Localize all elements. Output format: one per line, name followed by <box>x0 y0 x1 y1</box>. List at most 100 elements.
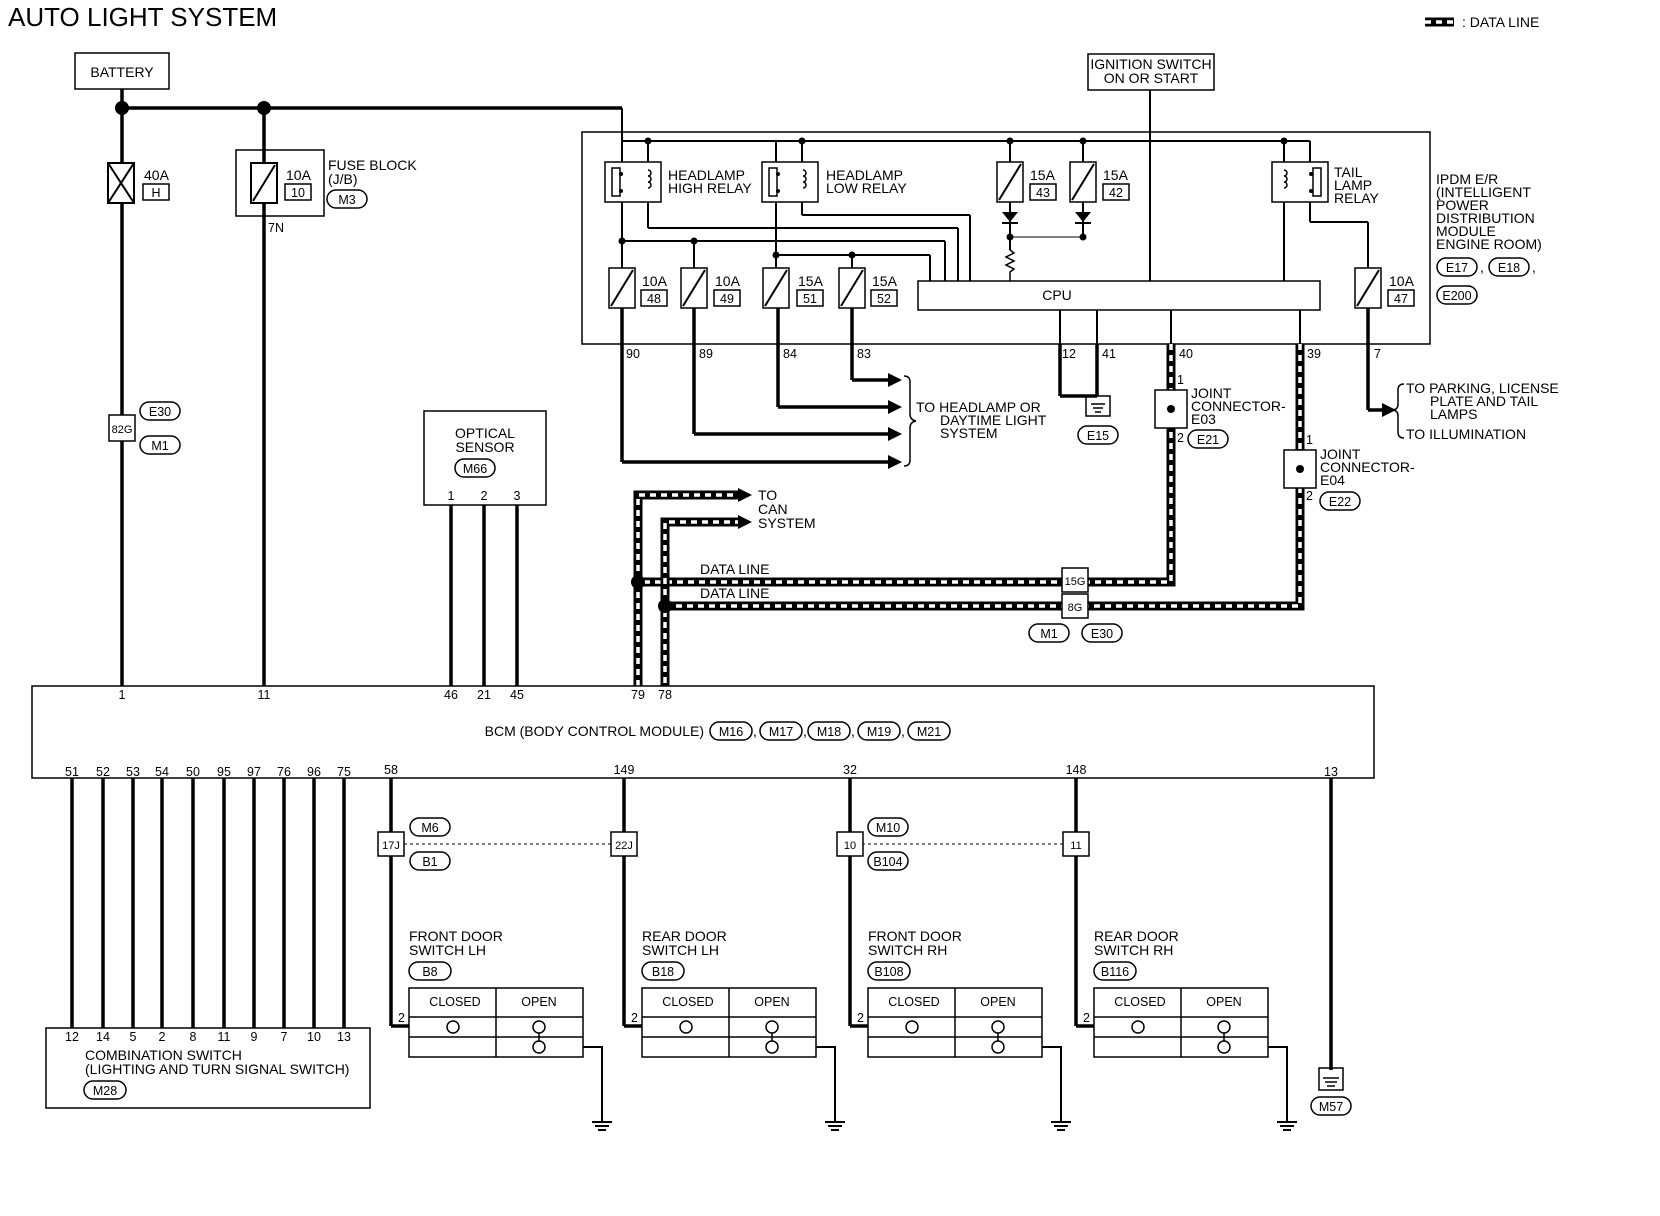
door-switch-label: REAR DOOR <box>1094 928 1179 944</box>
connector-17j <box>377 831 405 857</box>
svg-text:TAIL: TAIL <box>1334 164 1363 180</box>
open-label: OPEN <box>521 995 556 1009</box>
fuse-block-box <box>235 149 325 217</box>
diode-icon <box>1002 212 1018 222</box>
connector-m6-badge: M6 <box>421 821 438 835</box>
fuse-47 <box>1354 267 1382 309</box>
connector-m1-badge: M1 <box>1040 627 1057 641</box>
svg-text:,: , <box>1480 259 1484 275</box>
svg-text:15A: 15A <box>798 273 824 289</box>
svg-text:CONNECTOR-: CONNECTOR- <box>1191 398 1286 414</box>
contact-icon <box>905 1020 919 1034</box>
connector-22j <box>610 831 638 857</box>
bcm-pin: 76 <box>277 765 291 779</box>
connector-e30-badge: E30 <box>149 405 171 419</box>
combo-pin: 14 <box>96 1030 110 1044</box>
ground-icon <box>1277 1121 1297 1131</box>
connector-82g <box>108 414 136 442</box>
svg-text:ENGINE ROOM): ENGINE ROOM) <box>1436 236 1542 252</box>
svg-text:CAN: CAN <box>758 501 788 517</box>
bcm-box <box>31 685 1375 779</box>
legend-label: : DATA LINE <box>1462 14 1539 30</box>
svg-text:CONNECTOR-: CONNECTOR- <box>1320 459 1415 475</box>
bcm-pin: 97 <box>247 765 261 779</box>
svg-text:1: 1 <box>1306 433 1313 447</box>
combo-pin: 13 <box>337 1030 351 1044</box>
svg-text:RELAY: RELAY <box>1334 190 1380 206</box>
svg-text:11: 11 <box>1070 840 1081 852</box>
connector-11 <box>1062 831 1090 857</box>
tail-lamp-relay <box>1271 161 1329 203</box>
door-switch-connector-badge: B108 <box>874 965 903 979</box>
door-switch-label: SWITCH LH <box>642 942 719 958</box>
svg-text:1: 1 <box>448 489 455 503</box>
connector-8g <box>1061 593 1089 619</box>
contact-icon <box>765 1020 779 1034</box>
svg-text:2: 2 <box>1177 431 1184 445</box>
terminal-89: 89 <box>699 347 713 361</box>
connector-15g <box>1061 567 1089 593</box>
terminal-83: 83 <box>857 347 871 361</box>
svg-text:,: , <box>901 723 905 739</box>
door-switch-pin: 2 <box>631 1011 638 1025</box>
connector-10 <box>836 831 864 857</box>
connector-e17-badge: E17 <box>1446 261 1468 275</box>
fuse-40a-id: H <box>151 186 160 200</box>
svg-text:48: 48 <box>647 292 661 306</box>
svg-text:,: , <box>753 723 757 739</box>
svg-text:46: 46 <box>444 688 458 702</box>
terminal-41: 41 <box>1102 347 1116 361</box>
ground-icon <box>825 1121 845 1131</box>
closed-label: CLOSED <box>662 995 713 1009</box>
door-switch-label: REAR DOOR <box>642 928 727 944</box>
svg-text:LOW RELAY: LOW RELAY <box>826 180 907 196</box>
svg-text:DAYTIME LIGHT: DAYTIME LIGHT <box>940 412 1047 428</box>
svg-text:15A: 15A <box>1103 167 1129 183</box>
connector-b1-badge: B1 <box>422 855 437 869</box>
svg-text:15G: 15G <box>1065 576 1086 588</box>
ground-m57-icon <box>1318 1067 1344 1091</box>
connector-e30-badge: E30 <box>1091 627 1113 641</box>
connector-m57-badge: M57 <box>1319 1100 1343 1114</box>
svg-text:E04: E04 <box>1320 472 1345 488</box>
svg-text:DISTRIBUTION: DISTRIBUTION <box>1436 210 1535 226</box>
svg-text:SYSTEM: SYSTEM <box>758 515 816 531</box>
svg-text:IGNITION SWITCH: IGNITION SWITCH <box>1090 56 1211 72</box>
headlamp-low-relay <box>761 161 819 203</box>
svg-text:,: , <box>803 723 807 739</box>
door-switch-pin: 2 <box>857 1011 864 1025</box>
svg-text:JOINT: JOINT <box>1191 385 1232 401</box>
terminal-7n: 7N <box>268 221 284 235</box>
door-switch-connector-badge: B18 <box>652 965 674 979</box>
contact-icon <box>446 1020 460 1034</box>
bcm-pin: 52 <box>96 765 110 779</box>
battery-label: BATTERY <box>90 64 154 80</box>
contact-icon <box>1217 1020 1231 1034</box>
fuse-42 <box>1069 161 1097 203</box>
terminal-84: 84 <box>783 347 797 361</box>
contact-icon <box>765 1040 779 1054</box>
connector-b104-badge: B104 <box>873 855 902 869</box>
connector-m21-badge: M21 <box>917 725 941 739</box>
cpu-box <box>917 280 1321 311</box>
data-line-label: DATA LINE <box>700 561 770 577</box>
fuse-40a-amp: 40A <box>144 167 170 183</box>
headlamp-high-relay <box>604 161 662 203</box>
door-switch-connector-badge: B116 <box>1101 965 1129 979</box>
ground-icon <box>1051 1121 1071 1131</box>
terminal-90: 90 <box>626 347 640 361</box>
svg-text:15A: 15A <box>872 273 898 289</box>
door-switch-pin: 2 <box>1083 1011 1090 1025</box>
connector-m1-badge: M1 <box>151 439 168 453</box>
connector-m66-badge: M66 <box>463 462 487 476</box>
connector-e15-badge: E15 <box>1087 429 1109 443</box>
svg-text:PLATE AND TAIL: PLATE AND TAIL <box>1430 393 1538 409</box>
terminal-12: 12 <box>1062 347 1076 361</box>
svg-text:3: 3 <box>514 489 521 503</box>
closed-label: CLOSED <box>888 995 939 1009</box>
fuse-40a <box>107 162 135 204</box>
bcm-label: BCM (BODY CONTROL MODULE) <box>485 723 704 739</box>
